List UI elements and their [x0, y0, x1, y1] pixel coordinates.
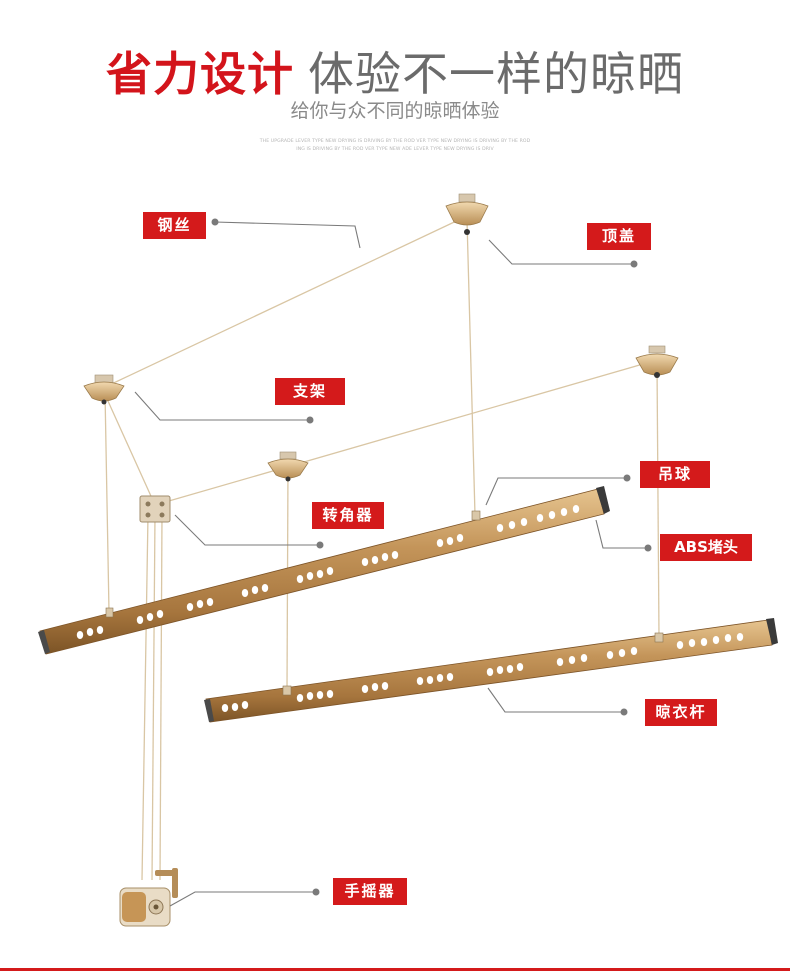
rod-holes [76, 505, 580, 639]
wire [141, 514, 149, 881]
label-corner-unit: 转角器 [312, 502, 384, 529]
label-hand-crank: 手摇器 [333, 878, 407, 905]
leader-lines [134, 221, 648, 907]
wire [104, 391, 110, 613]
leader-hanging-ball [485, 477, 627, 506]
wire [102, 215, 468, 389]
leader-top-cover [488, 239, 634, 265]
label-drying-rod: 晾衣杆 [645, 699, 717, 726]
wire [151, 514, 156, 881]
drying-rod-lower [204, 618, 778, 723]
wire [159, 514, 163, 881]
leader-hand-crank [169, 891, 316, 907]
page-title: 省力设计体验不一样的晾晒 [0, 44, 790, 104]
fine-print-line-1: THE UPGRADE LEVER TYPE NEW DRYING IS DRI… [259, 139, 531, 144]
leader-abs-end-cap [595, 519, 648, 549]
corner-unit [139, 495, 171, 523]
wire [656, 363, 660, 638]
top-cover-unit [445, 193, 489, 235]
hand-crank-unit [119, 868, 178, 927]
label-hanging-ball: 吊球 [640, 461, 710, 488]
label-steel-wire: 钢丝 [143, 212, 206, 239]
fine-print-line-2: ING IS DRIVING BY THE ROD VER TYPE NEW A… [296, 147, 494, 152]
drying-rod-upper [38, 486, 610, 655]
header: 省力设计体验不一样的晾晒 给你与众不同的晾晒体验 THE UPGRADE LEV… [0, 0, 790, 160]
leader-drying-rod [487, 687, 624, 713]
ceiling-cap-middle [267, 451, 309, 482]
title-rest: 体验不一样的晾晒 [308, 47, 684, 101]
label-top-cover: 顶盖 [587, 223, 651, 250]
label-bracket: 支架 [275, 378, 345, 405]
bracket-unit [83, 374, 125, 405]
wire [466, 219, 476, 516]
wire [154, 359, 658, 506]
rod-holes [221, 633, 744, 712]
title-accent: 省力设计 [106, 47, 294, 101]
label-abs-end-cap: ABS堵头 [660, 534, 752, 561]
bottom-divider [0, 968, 790, 971]
wire [102, 389, 156, 506]
leader-bracket [134, 391, 310, 421]
hanging-ball [471, 510, 481, 521]
leader-dots [211, 218, 652, 896]
leader-steel-wire [214, 221, 361, 249]
steel-wires [102, 215, 660, 881]
page-subtitle: 给你与众不同的晾晒体验 [290, 100, 500, 122]
ceiling-cap-right [635, 345, 679, 378]
leader-corner-unit [174, 514, 320, 546]
